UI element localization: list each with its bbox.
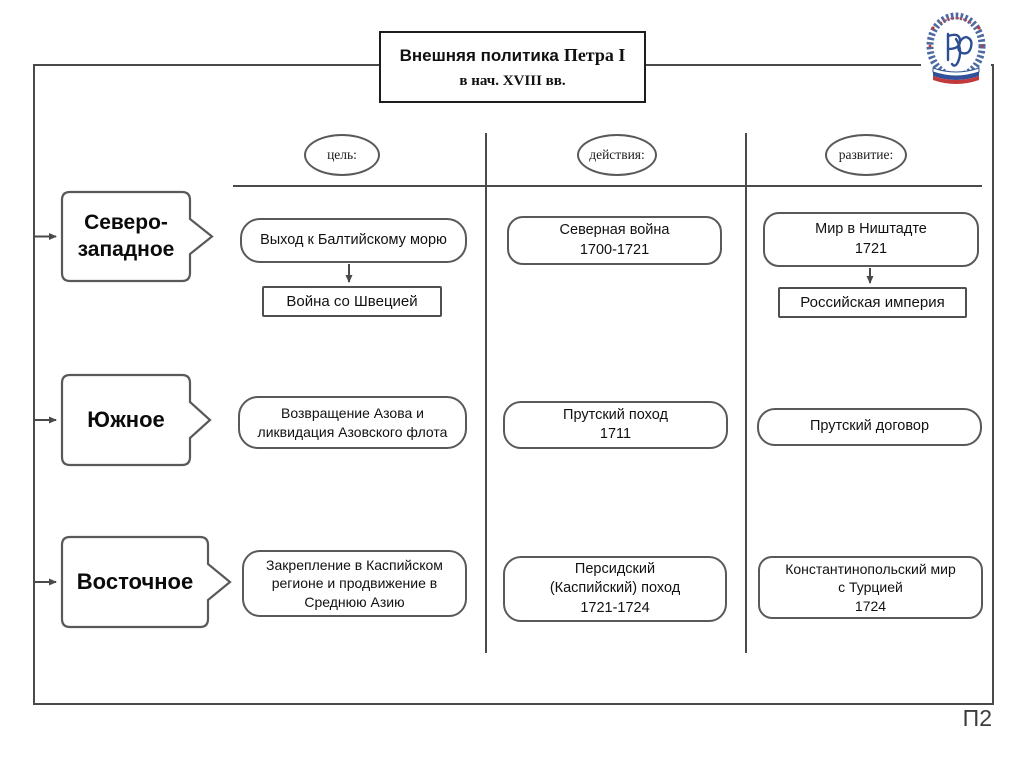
university-emblem-icon bbox=[921, 6, 991, 90]
column-header-actions: действия: bbox=[577, 134, 657, 176]
goal-node-south: Возвращение Азова и ликвидация Азовского… bbox=[238, 396, 467, 449]
slide-subtitle: в нач. XVIII вв. bbox=[459, 72, 566, 89]
action-node-northwest: Северная война 1700-1721 bbox=[507, 216, 722, 265]
development-node-northwest: Мир в Ништадте 1721 bbox=[763, 212, 979, 267]
direction-label-south: Южное bbox=[87, 407, 165, 433]
page-number-label: П2 bbox=[962, 705, 992, 731]
column-header-goal: цель: bbox=[304, 134, 380, 176]
development-subnode-northwest: Российская империя bbox=[778, 287, 967, 318]
goal-subnode-northwest: Война со Швецией bbox=[262, 286, 442, 317]
slide-title-name: Петра I bbox=[563, 44, 626, 65]
header-underline bbox=[233, 185, 982, 187]
goal-node-east: Закрепление в Каспийском регионе и продв… bbox=[242, 550, 467, 617]
development-node-south: Прутский договор bbox=[757, 408, 982, 446]
slide-title-main: Внешняя политика bbox=[399, 45, 559, 65]
direction-label-northwest: Северо- западное bbox=[77, 211, 175, 261]
column-header-development: развитие: bbox=[825, 134, 907, 176]
development-node-east: Константинопольский мир с Турцией 1724 bbox=[758, 556, 983, 619]
column-divider-1 bbox=[485, 133, 487, 653]
goal-node-northwest: Выход к Балтийскому морю bbox=[240, 218, 467, 263]
action-node-east: Персидский (Каспийский) поход 1721-1724 bbox=[503, 556, 727, 622]
column-divider-2 bbox=[745, 133, 747, 653]
action-node-south: Прутский поход 1711 bbox=[503, 401, 728, 449]
direction-label-east: Восточное bbox=[76, 569, 194, 595]
